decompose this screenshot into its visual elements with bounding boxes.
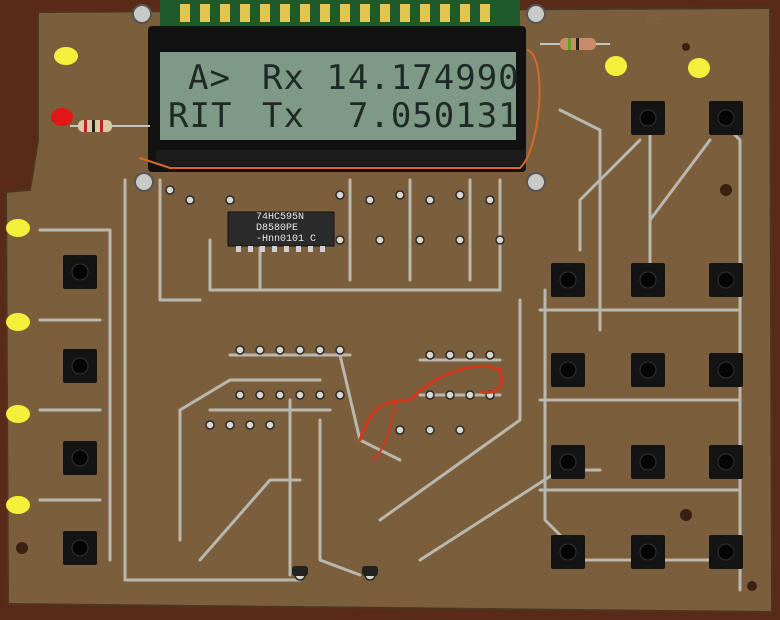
push-button <box>631 353 665 387</box>
push-button <box>63 255 97 289</box>
jumper-wires <box>139 49 541 461</box>
resistors <box>70 38 610 132</box>
push-button <box>631 445 665 479</box>
push-button <box>709 263 743 297</box>
push-button <box>63 531 97 565</box>
push-button <box>631 101 665 135</box>
shift-register-ic <box>227 211 335 247</box>
lcd-line1-frequency: Rx 14.174990 <box>262 58 520 98</box>
solder-pads <box>165 185 505 581</box>
push-button <box>551 535 585 569</box>
push-button <box>709 101 743 135</box>
push-button <box>709 445 743 479</box>
push-button <box>63 349 97 383</box>
push-button <box>551 445 585 479</box>
ic-marking-line3: -Hnn0101 C <box>256 234 317 245</box>
ic-marking-line1: 74HC595N <box>256 212 305 223</box>
ic-marking-line2: D8580PE <box>256 223 299 234</box>
push-button <box>631 535 665 569</box>
board-mark: E9 <box>646 12 662 27</box>
lcd-line2-frequency: Tx 7.050131 <box>262 96 520 136</box>
push-button <box>551 263 585 297</box>
mounting-holes <box>16 43 757 591</box>
status-leds <box>6 47 710 514</box>
push-button <box>709 353 743 387</box>
lcd-line1-mode: A> <box>188 58 231 98</box>
lcd-glass <box>160 52 516 140</box>
transistors <box>292 566 378 576</box>
lcd-line2-rit: RIT <box>168 96 233 136</box>
push-button <box>709 535 743 569</box>
push-button <box>63 441 97 475</box>
push-button <box>551 353 585 387</box>
push-buttons <box>63 101 743 569</box>
push-button <box>631 263 665 297</box>
